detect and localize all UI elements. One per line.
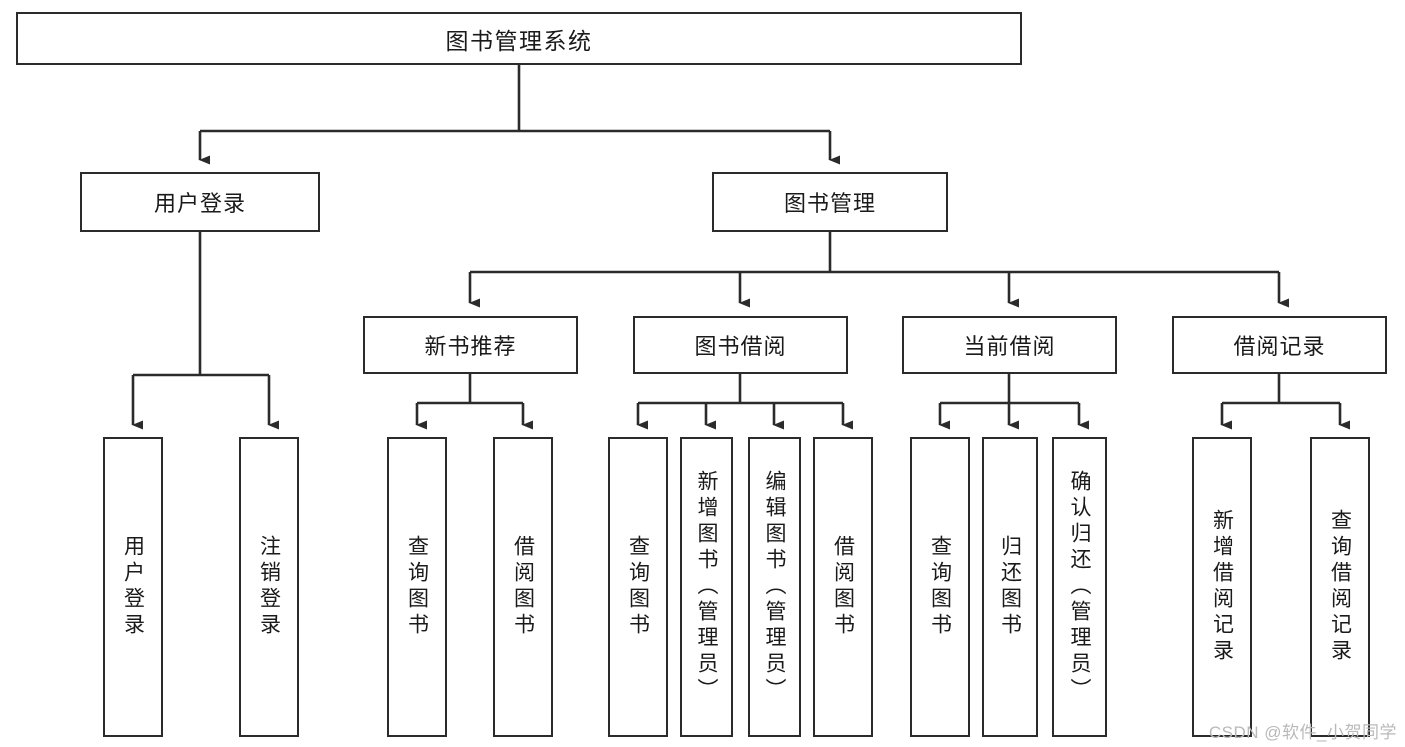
node-label: 新增借阅记录 — [1210, 509, 1234, 665]
node-current-borrow[interactable]: 当前借阅 — [902, 316, 1117, 374]
node-label: 查询图书 — [405, 535, 429, 639]
node-new-book-recommend[interactable]: 新书推荐 — [363, 316, 578, 374]
node-label: 归还图书 — [998, 535, 1022, 639]
node-label: 新书推荐 — [424, 334, 517, 359]
node-borrow-record[interactable]: 借阅记录 — [1172, 316, 1387, 374]
leaf-add-borrow-record[interactable]: 新增借阅记录 — [1192, 437, 1252, 737]
leaf-borrow-book[interactable]: 借阅图书 — [813, 437, 873, 737]
leaf-query-book-borrow[interactable]: 查询图书 — [608, 437, 668, 737]
node-label: 借阅图书 — [511, 535, 535, 639]
node-label: 图书管理 — [783, 191, 876, 216]
leaf-edit-book-admin[interactable]: 编辑图书（管理员） — [748, 437, 801, 737]
leaf-query-book-recommend[interactable]: 查询图书 — [387, 437, 447, 737]
node-label: 确认归还（管理员） — [1068, 470, 1091, 704]
leaf-borrow-book-recommend[interactable]: 借阅图书 — [493, 437, 553, 737]
node-label: 借阅图书 — [831, 535, 855, 639]
node-label: 图书管理系统 — [445, 27, 593, 54]
node-user-login[interactable]: 用户登录 — [80, 172, 320, 232]
node-book-borrow[interactable]: 图书借阅 — [633, 316, 848, 374]
node-label: 新增图书（管理员） — [695, 470, 718, 704]
node-root-system[interactable]: 图书管理系统 — [16, 12, 1022, 65]
leaf-return-book[interactable]: 归还图书 — [982, 437, 1038, 737]
node-label: 用户登录 — [153, 191, 246, 216]
node-label: 当前借阅 — [963, 334, 1056, 359]
node-label: 查询借阅记录 — [1328, 509, 1352, 665]
node-book-management[interactable]: 图书管理 — [712, 172, 948, 232]
node-label: 查询图书 — [626, 535, 650, 639]
node-label: 查询图书 — [928, 535, 952, 639]
node-label: 注销登录 — [257, 535, 281, 639]
leaf-confirm-return-admin[interactable]: 确认归还（管理员） — [1052, 437, 1107, 737]
node-label: 编辑图书（管理员） — [763, 470, 786, 704]
leaf-add-book-admin[interactable]: 新增图书（管理员） — [680, 437, 733, 737]
node-label: 图书借阅 — [694, 334, 787, 359]
node-label: 用户登录 — [121, 535, 145, 639]
leaf-user-login[interactable]: 用户登录 — [103, 437, 163, 737]
leaf-query-borrow-record[interactable]: 查询借阅记录 — [1310, 437, 1370, 737]
node-label: 借阅记录 — [1233, 334, 1326, 359]
leaf-query-book-current[interactable]: 查询图书 — [910, 437, 970, 737]
leaf-logout-login[interactable]: 注销登录 — [239, 437, 299, 737]
watermark: CSDN @软件_小贺同学 — [1208, 723, 1397, 742]
